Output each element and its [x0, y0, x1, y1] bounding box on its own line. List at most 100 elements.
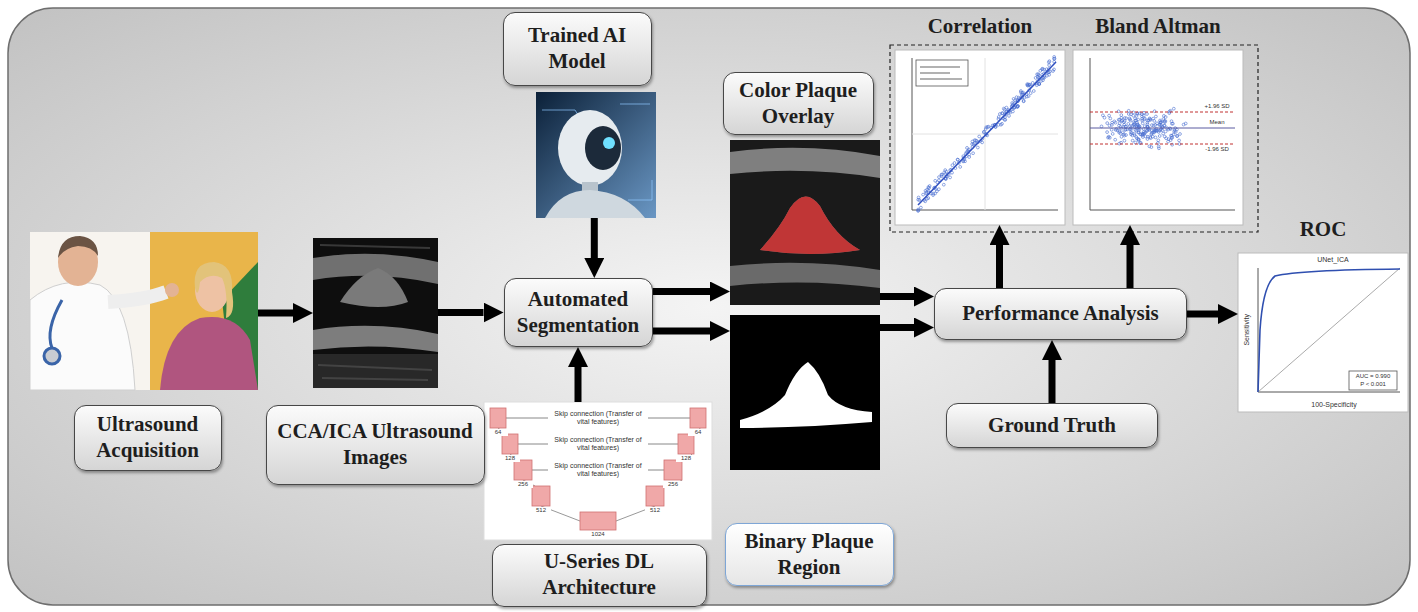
label-box: Trained AI Model: [503, 12, 652, 86]
scatter-point: [1120, 114, 1123, 117]
node-label: Ground Truth: [988, 413, 1116, 439]
flow-arrow: [1049, 360, 1056, 403]
scatter-point: [1172, 122, 1175, 125]
scatter-point: [1144, 131, 1147, 134]
ultrasound-photo: [58, 236, 98, 258]
scatter-point: [944, 169, 947, 172]
scatter-point: [997, 123, 1000, 126]
scatter-point: [938, 188, 941, 191]
scatter-point: [959, 166, 962, 169]
channel-number: 64: [488, 429, 508, 436]
unet-flow-line: [498, 428, 700, 521]
chart-statistic: AUC = 0.990: [1351, 373, 1395, 380]
scatter-point: [983, 130, 986, 133]
scatter-point: [1155, 115, 1158, 118]
scatter-point: [1123, 139, 1126, 142]
scatter-point: [1176, 135, 1179, 138]
scatter-point: [1048, 64, 1051, 67]
scatter-point: [920, 206, 923, 209]
process-box: Automated Segmentation: [504, 278, 653, 347]
correlation-plot: [920, 67, 962, 79]
scatter-point: [1137, 131, 1140, 134]
scatter-point: [1032, 90, 1035, 93]
scatter-point: [1178, 139, 1181, 142]
scatter-point: [928, 185, 931, 188]
bland-altman-plot: [1090, 112, 1235, 113]
carotid-ultrasound-image: [313, 354, 438, 388]
scatter-point: [1154, 136, 1157, 139]
unet-architecture-image: [484, 402, 712, 540]
scatter-point: [1141, 119, 1144, 122]
scatter-point: [1141, 122, 1144, 125]
bland-altman-plot: [1090, 58, 1235, 210]
ultrasound-photo: [195, 262, 234, 318]
scatter-point: [1046, 74, 1049, 77]
unet-architecture-image: [484, 402, 712, 540]
scatter-point: [1120, 135, 1123, 138]
carotid-ultrasound-image: [340, 268, 408, 307]
ultrasound-photo: [150, 232, 258, 390]
flow-arrow: [438, 309, 484, 316]
process-box: Ground Truth: [946, 403, 1158, 448]
ai-robot-image: [536, 92, 656, 218]
scatter-point: [934, 192, 937, 195]
color-plaque-overlay-image: [730, 140, 880, 305]
node-label: Binary Plaque Region: [726, 529, 893, 580]
roc-plot: [1258, 268, 1400, 392]
scatter-point: [1106, 122, 1109, 125]
scatter-point: [957, 158, 960, 161]
correlation-plot: [912, 58, 1058, 210]
scatter-point: [1111, 133, 1114, 136]
flow-arrow: [1127, 245, 1134, 288]
scatter-point: [1012, 110, 1015, 113]
limit-label: -1.96 SD: [1200, 146, 1234, 153]
scatter-point: [1154, 124, 1157, 127]
bland-altman-plot: [1090, 128, 1235, 129]
scatter-point: [966, 147, 969, 150]
unet-feature-block: [664, 460, 682, 480]
color-plaque-overlay-image: [730, 140, 880, 305]
channel-number: 128: [676, 455, 696, 462]
scatter-point: [917, 56, 1056, 213]
dashed-group-frame: [890, 45, 1258, 232]
scatter-point: [971, 140, 974, 143]
scatter-point: [1036, 73, 1039, 76]
scatter-point: [1001, 122, 1004, 125]
skip-connection-label: Skip connection (Transfer of vital featu…: [548, 410, 648, 425]
chart-heading: ROC: [1218, 217, 1418, 243]
image-panel: Trained AI Model: [536, 92, 656, 218]
scatter-point: [1137, 118, 1140, 121]
unet-feature-block: [502, 434, 518, 454]
limit-label: +1.96 SD: [1200, 103, 1234, 110]
scatter-point: [1171, 134, 1174, 137]
unet-flow-line: [498, 428, 700, 521]
unet-feature-block: [514, 460, 532, 480]
label-box: Color Plaque Overlay: [723, 72, 874, 135]
scatter-point: [1158, 147, 1161, 150]
skip-connection-label: Skip connection (Transfer of vital featu…: [548, 462, 648, 477]
scatter-point: [1041, 68, 1044, 71]
scatter-point: [1117, 118, 1120, 121]
scatter-point: [926, 197, 929, 200]
correlation-plot: [912, 58, 1058, 210]
scatter-point: [917, 208, 920, 211]
binary-plaque-mask-image: [730, 315, 880, 470]
flow-arrow: [591, 218, 598, 258]
node-label: CCA/ICA Ultrasound Images: [267, 419, 484, 470]
ultrasound-photo: [44, 348, 60, 364]
flow-arrow: [653, 288, 711, 295]
roc-plot: [1258, 269, 1400, 392]
bland-altman-plot: [1073, 50, 1243, 225]
scatter-point: [917, 209, 920, 212]
channel-number: 64: [688, 429, 708, 436]
scatter-point: [1040, 80, 1043, 83]
scatter-point: [1170, 134, 1173, 137]
correlation-plot: [895, 50, 1065, 225]
channel-number: 512: [645, 507, 665, 514]
scatter-point: [1159, 121, 1162, 124]
scatter-point: [1149, 118, 1152, 121]
scatter-point: [1022, 100, 1025, 103]
scatter-point: [1131, 125, 1134, 128]
scatter-point: [968, 156, 971, 159]
